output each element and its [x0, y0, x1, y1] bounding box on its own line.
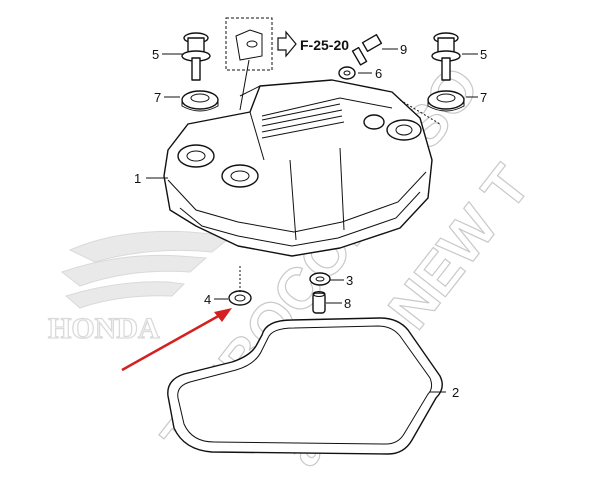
washer-3 — [309, 272, 331, 286]
callout-4: 4 — [204, 292, 211, 307]
sealing-washer — [338, 66, 356, 80]
callout-5-left: 5 — [152, 47, 159, 62]
callout-7-right: 7 — [480, 90, 487, 105]
seal-washer-right — [427, 90, 465, 112]
callout-6: 6 — [375, 66, 382, 81]
reference-arrow-icon — [277, 30, 297, 58]
callout-9: 9 — [400, 42, 407, 57]
dowel-pin — [312, 291, 326, 314]
callout-7-left: 7 — [154, 90, 161, 105]
honda-wing-logo: HONDA — [47, 230, 234, 346]
breather-inset — [225, 17, 273, 111]
red-pointer-arrow — [121, 308, 232, 372]
small-bolt — [351, 33, 383, 66]
seal-washer-left — [181, 90, 219, 112]
leader-lines — [146, 48, 478, 393]
cylinder-head-cover — [163, 79, 433, 257]
cover-bolt-right — [431, 32, 461, 81]
honda-logo-text: HONDA — [48, 312, 160, 345]
callout-8: 8 — [344, 296, 351, 311]
callout-3: 3 — [346, 273, 353, 288]
packing-ring — [228, 266, 252, 306]
callout-2: 2 — [452, 385, 459, 400]
cover-bolt-left — [181, 32, 211, 81]
callout-1: 1 — [134, 171, 141, 186]
page-reference: F-25-20 — [300, 37, 349, 53]
callout-5-right: 5 — [480, 47, 487, 62]
cylinder-head-cover-gasket — [167, 317, 443, 455]
